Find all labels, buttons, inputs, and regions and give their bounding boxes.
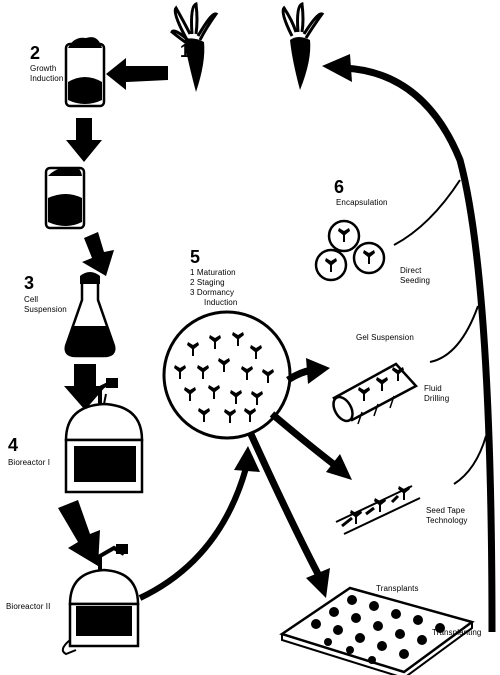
- embryo-dish: [164, 312, 290, 438]
- branch-line-tape: [454, 436, 486, 484]
- step-4-number: 4: [8, 436, 18, 454]
- staging-label: 2 Staging: [190, 278, 237, 288]
- fluid-drilling-label-1: Fluid: [424, 384, 442, 394]
- growth-induction-label-2: Induction: [30, 74, 63, 84]
- step-3-number: 3: [24, 274, 34, 292]
- fluid-drilling-label-2: Drilling: [424, 394, 449, 404]
- carrot-plant-end: [283, 4, 322, 90]
- erlenmeyer-flask: [66, 272, 115, 356]
- arrow-bioreactor-to-embryos: [140, 446, 260, 598]
- encapsulation-label: Encapsulation: [336, 198, 388, 208]
- step-2-number: 2: [30, 44, 40, 62]
- growth-tube: [66, 37, 104, 106]
- arrow-to-seed-tape: [272, 414, 352, 480]
- bioreactor-2: [63, 544, 138, 654]
- direct-seeding-label-1: Direct: [400, 266, 422, 276]
- transplanting-label: Transplanting: [432, 628, 481, 638]
- arrow-to-gel: [288, 358, 330, 384]
- growth-induction-label-1: Growth: [30, 64, 56, 74]
- branch-line-direct: [394, 180, 460, 245]
- maturation-label: 1 Maturation: [190, 268, 237, 278]
- branch-line-fluid: [430, 306, 478, 362]
- bioreactor-2-label: Bioreactor II: [6, 602, 50, 612]
- carrot-plant-start: [172, 4, 216, 92]
- transplants-label: Transplants: [376, 584, 419, 594]
- direct-seeding-label-2: Seeding: [400, 276, 430, 286]
- seed-tape-label-1: Seed Tape: [426, 506, 465, 516]
- induction-label: Induction: [190, 298, 237, 308]
- bioreactor-1-label: Bioreactor I: [8, 458, 50, 468]
- seed-tape: [336, 486, 420, 534]
- arrow-to-transplants: [250, 432, 330, 598]
- step-1-number: 1: [180, 42, 190, 60]
- dormancy-label: 3 Dormancy: [190, 288, 237, 298]
- callus-tube: [46, 167, 84, 228]
- cell-suspension-label-1: Cell: [24, 295, 38, 305]
- encapsulated-embryos: [316, 221, 384, 280]
- fluid-drilling-tube: [330, 364, 416, 424]
- step-5-number: 5: [190, 248, 200, 266]
- return-arrow-to-plant: [322, 54, 492, 632]
- seed-tape-label-2: Technology: [426, 516, 467, 526]
- arrow-down-4: [58, 500, 100, 566]
- arrow-down-2: [82, 232, 114, 276]
- step-6-number: 6: [334, 178, 344, 196]
- arrow-carrot-to-growth: [106, 58, 168, 90]
- arrow-down-1: [66, 118, 102, 162]
- step-5-list: 1 Maturation 2 Staging 3 Dormancy Induct…: [190, 268, 237, 308]
- cell-suspension-label-2: Suspension: [24, 305, 67, 315]
- gel-suspension-label: Gel Suspension: [356, 333, 414, 343]
